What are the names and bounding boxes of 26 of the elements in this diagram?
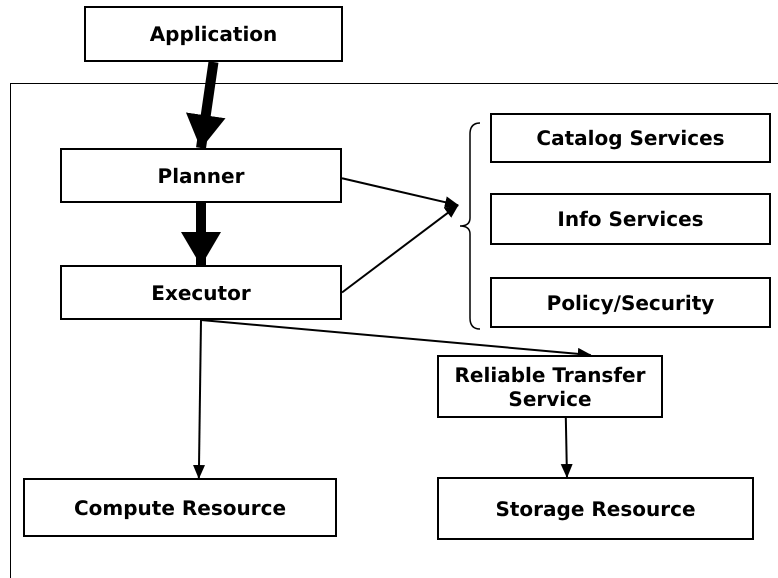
process-box	[23, 478, 337, 537]
process-box	[437, 477, 754, 540]
arrow	[193, 320, 206, 479]
box-label: Storage Resource	[495, 496, 696, 520]
box-label: Policy/Security	[546, 290, 714, 314]
process-box	[437, 355, 663, 418]
arrow	[560, 418, 573, 478]
box-label: Planner	[158, 164, 244, 188]
arrow	[341, 204, 459, 294]
arrow	[181, 203, 221, 266]
box-label: Compute Resource	[74, 496, 286, 520]
arrow	[186, 61, 226, 149]
box-label: Executor	[151, 280, 251, 304]
arrow	[342, 177, 459, 208]
process-box	[84, 6, 343, 62]
process-box	[490, 193, 771, 245]
box-label: Reliable Transfer Service	[454, 362, 646, 410]
box-label: Catalog Services	[536, 126, 725, 150]
process-box	[490, 277, 771, 328]
box-label: Info Services	[557, 207, 704, 231]
frame-box	[10, 83, 778, 578]
process-box	[60, 148, 342, 203]
box-label: Application	[150, 22, 278, 46]
process-box	[60, 265, 342, 320]
process-box	[490, 113, 771, 163]
curly-brace	[458, 122, 482, 330]
